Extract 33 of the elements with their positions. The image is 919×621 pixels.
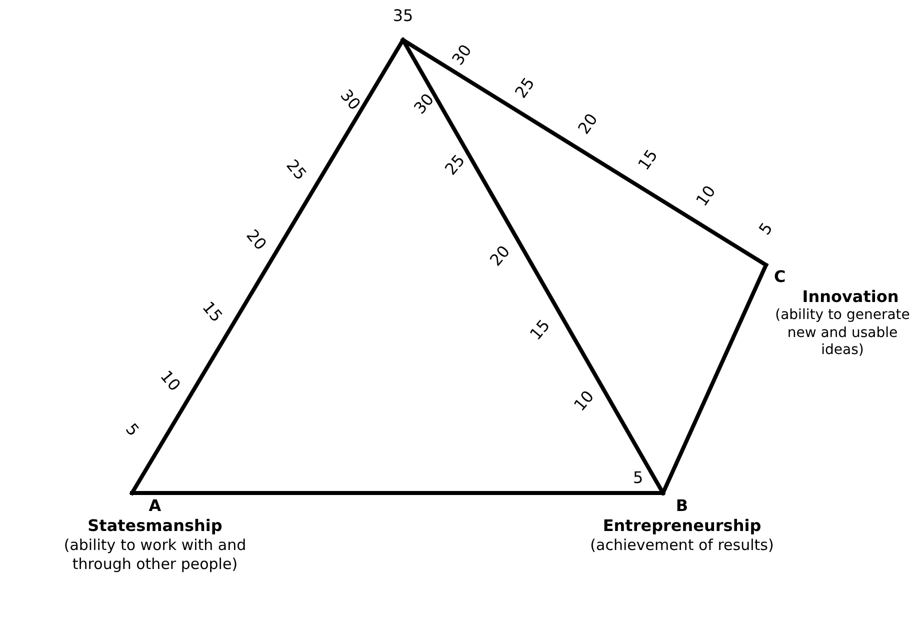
scale-number: 20 xyxy=(576,111,601,137)
scale-number: 5 xyxy=(756,220,776,238)
scale-number: 25 xyxy=(284,157,309,183)
vertex-letter: A xyxy=(148,496,162,516)
axis-line xyxy=(401,38,768,267)
axis-line xyxy=(130,38,405,495)
dimension-heading: Statesmanship xyxy=(86,516,224,536)
scale-number: 20 xyxy=(488,243,513,269)
scale-number: 15 xyxy=(528,317,553,343)
scale-number: 10 xyxy=(158,368,183,394)
scale-number: 15 xyxy=(636,147,661,173)
vertex-letter: B xyxy=(674,496,690,516)
scale-number: 30 xyxy=(450,42,475,68)
scale-number: 30 xyxy=(412,91,437,117)
scale-number: 15 xyxy=(200,299,225,325)
scale-number: 10 xyxy=(694,183,719,209)
scale-number: 5 xyxy=(122,420,142,440)
dimension-description: (ability to generate new and usable ideas) xyxy=(774,307,911,360)
scale-value: 35 xyxy=(385,6,421,25)
axis-line xyxy=(401,38,665,495)
scale-number: 5 xyxy=(633,470,644,486)
axis-line xyxy=(130,491,665,495)
axis-line xyxy=(661,263,768,495)
vertex-letter: C xyxy=(773,267,787,287)
dimension-description: (achievement of results) xyxy=(589,536,775,555)
dimension-heading: Innovation xyxy=(801,287,900,307)
scale-number: 10 xyxy=(572,388,597,414)
scale-number: 30 xyxy=(338,87,363,113)
scale-number: 25 xyxy=(442,152,468,178)
scale-number: 20 xyxy=(244,227,269,253)
scale-number: 25 xyxy=(512,75,538,101)
dimension-description: (ability to work with and through other people) xyxy=(62,536,248,574)
dimension-heading: Entrepreneurship xyxy=(602,516,762,536)
